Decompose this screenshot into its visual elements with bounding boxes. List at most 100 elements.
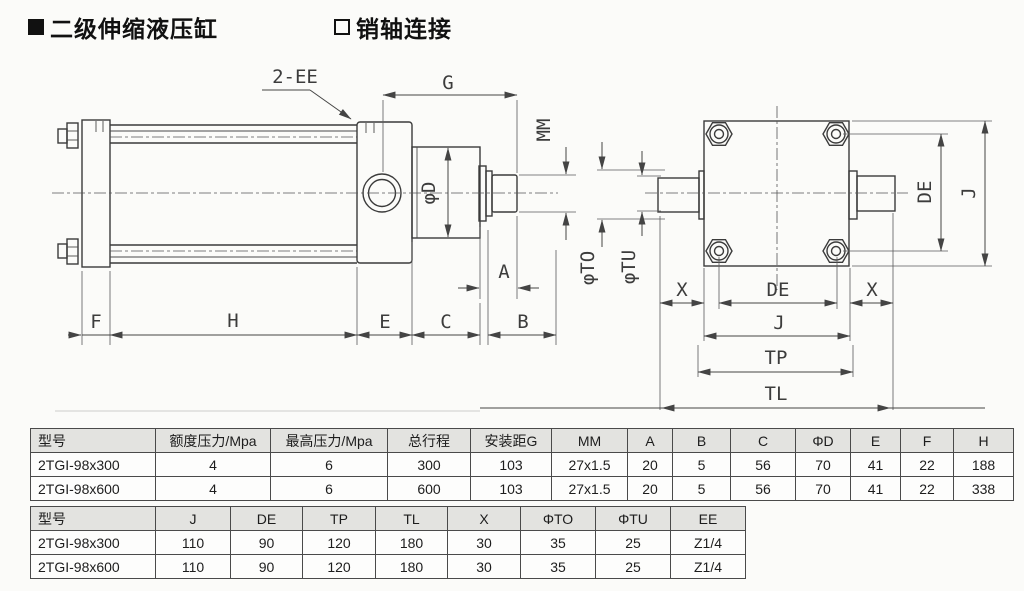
value-cell: 70 (795, 452, 851, 477)
dim-label-de-bottom: DE (767, 279, 790, 301)
column-header: C (730, 428, 796, 453)
value-cell: 27x1.5 (551, 476, 628, 501)
end-view-dimensions: φTO φTU DE J (55, 120, 992, 412)
model-cell: 2TGI-98x600 (30, 554, 156, 579)
value-cell: 25 (595, 530, 671, 555)
value-cell: 70 (795, 476, 851, 501)
dim-label-phi-d: φD (418, 182, 440, 205)
filled-square-icon (28, 19, 44, 35)
value-cell: 35 (520, 554, 596, 579)
dim-label-de-right: DE (914, 181, 936, 204)
model-cell: 2TGI-98x300 (30, 452, 156, 477)
value-cell: 103 (470, 476, 552, 501)
value-cell: 120 (302, 530, 376, 555)
dim-label-phi-to: φTO (577, 251, 599, 285)
value-cell: 180 (375, 530, 448, 555)
page-header: 二级伸缩液压缸 销轴连接 (0, 8, 1024, 42)
column-header: 型号 (30, 506, 156, 531)
section-title-main: 二级伸缩液压缸 (28, 10, 218, 44)
column-header: 型号 (30, 428, 156, 453)
value-cell: 41 (850, 476, 901, 501)
section-title-connection-text: 销轴连接 (356, 16, 452, 42)
value-cell: 338 (953, 476, 1014, 501)
value-cell: 41 (850, 452, 901, 477)
column-header: 额度压力/Mpa (155, 428, 271, 453)
dim-label-h: H (227, 310, 238, 332)
column-header: ΦTU (595, 506, 671, 531)
column-header: 安装距G (470, 428, 552, 453)
column-header: 最高压力/Mpa (270, 428, 388, 453)
column-header: ΦTO (520, 506, 596, 531)
value-cell: 188 (953, 452, 1014, 477)
corner-bolts (705, 121, 850, 263)
section-title-main-text: 二级伸缩液压缸 (50, 16, 218, 42)
value-cell: 27x1.5 (551, 452, 628, 477)
value-cell: 30 (447, 554, 521, 579)
value-cell: 35 (520, 530, 596, 555)
value-cell: 30 (447, 530, 521, 555)
value-cell: 120 (302, 554, 376, 579)
cylinder-body (52, 119, 558, 268)
column-header: E (850, 428, 901, 453)
value-cell: 56 (730, 452, 796, 477)
dim-label-e: E (379, 311, 390, 333)
model-cell: 2TGI-98x600 (30, 476, 156, 501)
value-cell: 22 (900, 476, 954, 501)
dim-label-j-right: J (958, 187, 980, 198)
dim-label-tp: TP (765, 347, 788, 369)
value-cell: 20 (627, 452, 673, 477)
column-header: TL (375, 506, 448, 531)
value-cell: 110 (155, 554, 231, 579)
value-cell: 56 (730, 476, 796, 501)
model-cell: 2TGI-98x300 (30, 530, 156, 555)
dim-label-x-right: X (866, 279, 878, 301)
open-square-icon (334, 19, 350, 35)
value-cell: 6 (270, 452, 388, 477)
column-header: J (155, 506, 231, 531)
dim-label-f: F (90, 311, 101, 333)
column-header: ΦD (795, 428, 851, 453)
value-cell: 90 (230, 530, 303, 555)
dim-label-ee: 2-EE (272, 66, 318, 88)
dim-label-g: G (442, 72, 453, 94)
dim-label-tl: TL (765, 383, 788, 405)
value-cell: 22 (900, 452, 954, 477)
value-cell: 20 (627, 476, 673, 501)
value-cell: 4 (155, 476, 271, 501)
value-cell: 6 (270, 476, 388, 501)
end-view-drawing: φTO φTU DE J (55, 106, 992, 412)
side-view-dimensions: 2-EE G MM φD A (68, 66, 576, 345)
value-cell: 90 (230, 554, 303, 579)
column-header: TP (302, 506, 376, 531)
section-title-connection: 销轴连接 (334, 10, 452, 44)
value-cell: 600 (387, 476, 471, 501)
dim-label-j-bottom: J (773, 312, 784, 334)
value-cell: 4 (155, 452, 271, 477)
dim-label-a: A (498, 261, 510, 283)
value-cell: Z1/4 (670, 554, 746, 579)
dim-label-phi-tu: φTU (618, 250, 640, 284)
column-header: F (900, 428, 954, 453)
value-cell: 180 (375, 554, 448, 579)
end-view-body (645, 106, 908, 290)
dim-label-b: B (517, 311, 528, 333)
value-cell: 25 (595, 554, 671, 579)
column-header: DE (230, 506, 303, 531)
column-header: B (672, 428, 731, 453)
value-cell: 300 (387, 452, 471, 477)
value-cell: 110 (155, 530, 231, 555)
dim-label-x-left: X (676, 279, 688, 301)
column-header: A (627, 428, 673, 453)
technical-drawing: 2-EE G MM φD A (52, 66, 992, 412)
value-cell: 5 (672, 476, 731, 501)
column-header: 总行程 (387, 428, 471, 453)
dim-label-c: C (440, 311, 451, 333)
value-cell: 103 (470, 452, 552, 477)
column-header: MM (551, 428, 628, 453)
